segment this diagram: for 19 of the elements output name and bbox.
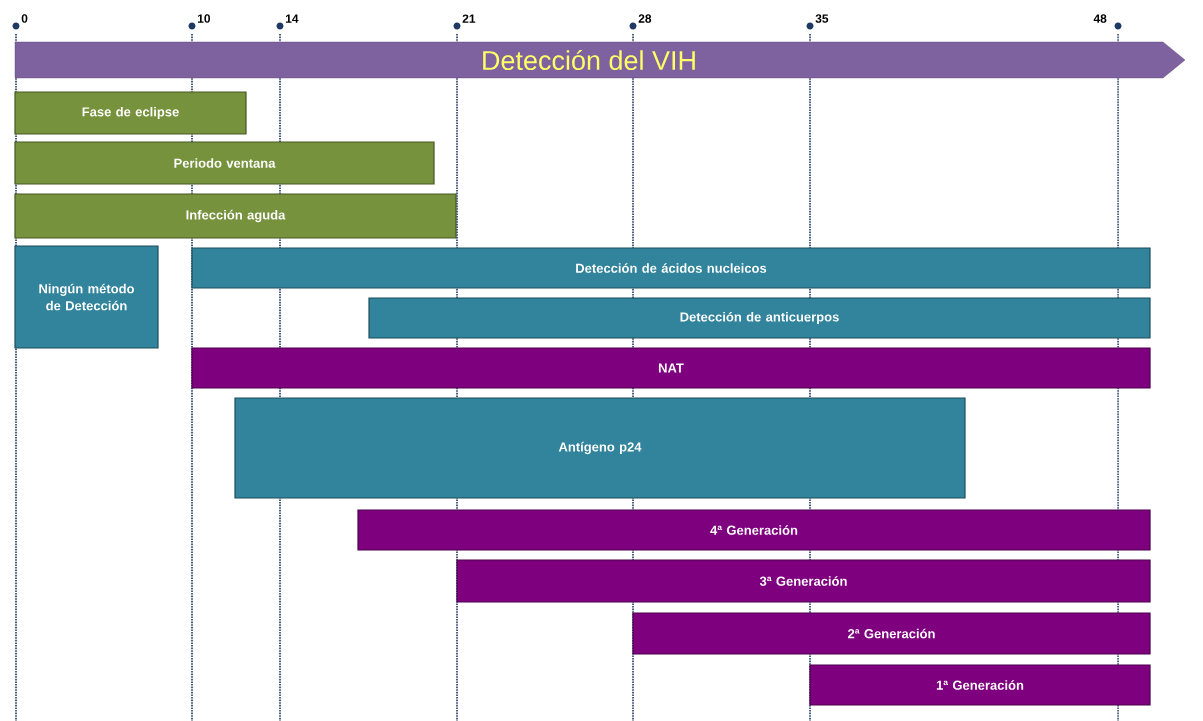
bar: NAT	[191, 347, 1151, 389]
bar: 2ª Generación	[632, 612, 1151, 655]
tick-label: 10	[197, 14, 211, 23]
bar: Fase de eclipse	[14, 91, 247, 135]
tick-label: 21	[462, 14, 476, 23]
bar: 4ª Generación	[357, 509, 1151, 551]
bar: Antígeno p24	[234, 397, 966, 499]
tick-label: 35	[815, 14, 829, 23]
tick-label: 28	[638, 14, 652, 23]
bar: 3ª Generación	[456, 559, 1151, 603]
bar: Ningún método de Detección	[14, 245, 159, 349]
bar: Periodo ventana	[14, 141, 435, 185]
tick-label: 48	[1093, 14, 1107, 23]
bar: 1ª Generación	[809, 664, 1151, 706]
bar: Detección de ácidos nucleicos	[191, 247, 1151, 289]
bar: Detección de anticuerpos	[368, 297, 1151, 339]
tick-label: 0	[21, 14, 28, 23]
tick-label: 14	[285, 14, 299, 23]
bar: Infección aguda	[14, 193, 457, 239]
